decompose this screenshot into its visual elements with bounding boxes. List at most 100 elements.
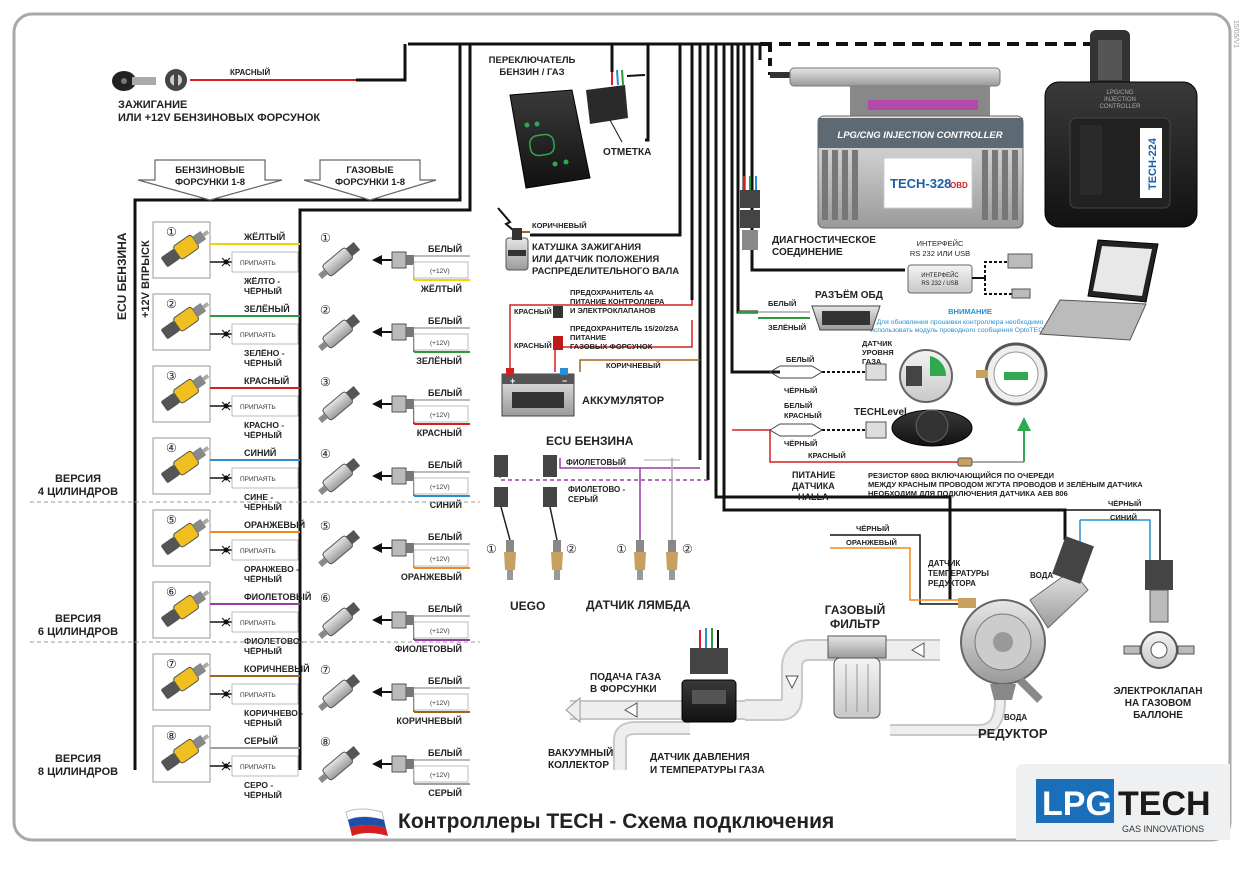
cylinder-number: ⑦: [166, 657, 177, 671]
gas-wire-label: ЗЕЛЁНЫЙ: [416, 355, 462, 366]
svg-text:КРАСНЫЙ: КРАСНЫЙ: [514, 307, 552, 316]
cylinder-number: ④: [166, 441, 177, 455]
obd-port: БЕЛЫЙ ЗЕЛЁНЫЙ РАЗЪЁМ ОБД: [738, 288, 883, 332]
resistor-icon: [957, 417, 1031, 467]
cylinder-number: ②: [320, 303, 331, 317]
cut-wire-label-2: ЧЁРНЫЙ: [244, 501, 282, 512]
svg-text:TECHLevel: TECHLevel: [854, 407, 907, 418]
svg-text:СИНИЙ: СИНИЙ: [1110, 513, 1137, 522]
svg-text:ДАТЧИК ЛЯМБДА: ДАТЧИК ЛЯМБДА: [586, 598, 691, 612]
petrol-injector-icon: [161, 374, 210, 411]
diagnostic-connector: ДИАГНОСТИЧЕСКОЕ СОЕДИНЕНИЕ: [740, 176, 876, 258]
svg-text:UEGO: UEGO: [510, 599, 545, 613]
svg-text:ПИТАНИЕ: ПИТАНИЕ: [570, 333, 606, 342]
footer: Контроллеры TECH - Схема подключения: [345, 808, 834, 836]
svg-text:ПИТАНИЕ КОНТРОЛЛЕРА: ПИТАНИЕ КОНТРОЛЛЕРА: [570, 297, 665, 306]
techlevel-icon: [891, 409, 973, 447]
version-8-l2: 8 ЦИЛИНДРОВ: [38, 766, 118, 778]
svg-text:ФОРСУНКИ 1-8: ФОРСУНКИ 1-8: [335, 177, 405, 188]
svg-text:БАЛЛОНЕ: БАЛЛОНЕ: [1133, 710, 1183, 721]
controller-model: TECH-328: [890, 176, 951, 191]
svg-text:ПОДАЧА ГАЗА: ПОДАЧА ГАЗА: [590, 672, 661, 683]
ignition-title-2: ИЛИ +12V БЕНЗИНОВЫХ ФОРСУНОК: [118, 112, 320, 124]
injector-plug-icon: [391, 251, 414, 269]
solder-label: ПРИПАЯТЬ: [240, 260, 276, 267]
svg-text:ТЕМПЕРАТУРЫ: ТЕМПЕРАТУРЫ: [928, 569, 989, 578]
version-6-l2: 6 ЦИЛИНДРОВ: [38, 626, 118, 638]
svg-text:КРАСНЫЙ: КРАСНЫЙ: [784, 411, 822, 420]
gas-white-label: БЕЛЫЙ: [428, 675, 462, 686]
ignition-wire-label: КРАСНЫЙ: [230, 68, 270, 77]
gas-filter: ГАЗОВЫЙ ФИЛЬТР: [825, 602, 887, 719]
cylinder-number: ③: [320, 375, 331, 389]
gas-injector-icon: [318, 674, 361, 712]
svg-text:ФИОЛЕТОВО -: ФИОЛЕТОВО -: [568, 485, 625, 494]
petrol-injector-icon: [161, 662, 210, 699]
petrol-wire-label: КОРИЧНЕВЫЙ: [244, 663, 310, 674]
svg-text:②: ②: [682, 542, 693, 556]
injector-plug-icon: [391, 395, 414, 413]
solder-label: ПРИПАЯТЬ: [240, 476, 276, 483]
controller-header: LPG/CNG INJECTION CONTROLLER: [837, 130, 1002, 141]
cylinder-number: ⑧: [320, 735, 331, 749]
svg-text:УРОВНЯ: УРОВНЯ: [862, 348, 894, 357]
gas-white-label: БЕЛЫЙ: [428, 459, 462, 470]
gas-12v-label: (+12V): [430, 556, 450, 563]
solder-label: ПРИПАЯТЬ: [240, 332, 276, 339]
svg-text:①: ①: [616, 542, 627, 556]
svg-text:СЕРЫЙ: СЕРЫЙ: [568, 495, 598, 504]
svg-text:LPG: LPG: [1042, 785, 1112, 823]
svg-text:ЧЁРНЫЙ: ЧЁРНЫЙ: [1108, 499, 1141, 508]
petrol-wire-label: ЗЕЛЁНЫЙ: [244, 303, 290, 314]
svg-text:ОРАНЖЕВЫЙ: ОРАНЖЕВЫЙ: [846, 538, 897, 547]
gas-wire-label: ФИОЛЕТОВЫЙ: [395, 643, 462, 654]
petrol-wire-label: ФИОЛЕТОВЫЙ: [244, 591, 311, 602]
svg-text:TECH: TECH: [1118, 785, 1211, 823]
level-gauge-icon: [899, 342, 1048, 406]
petrol-injector-icon: [161, 590, 210, 627]
svg-text:НЕОБХОДИМ ДЛЯ ПОДКЛЮЧЕНИЯ ДАТЧ: НЕОБХОДИМ ДЛЯ ПОДКЛЮЧЕНИЯ ДАТЧИКА AEB 80…: [868, 489, 1068, 498]
frame: [12, 12, 1232, 842]
solder-label: ПРИПАЯТЬ: [240, 692, 276, 699]
petrol-injector-icon: [161, 230, 210, 267]
gas-wire-label: КРАСНЫЙ: [417, 427, 462, 438]
gas-12v-label: (+12V): [430, 700, 450, 707]
pressure-sensor: ДАТЧИК ДАВЛЕНИЯ И ТЕМПЕРАТУРЫ ГАЗА: [650, 628, 765, 776]
russia-flag-icon: [345, 808, 388, 836]
petrol-wire-label: КРАСНЫЙ: [244, 375, 289, 386]
interface-module: ИНТЕРФЕЙС RS 232 ИЛИ USB ИНТЕРФЕЙС RS 23…: [870, 239, 1050, 334]
petrol-injector-icon: [161, 518, 210, 555]
cut-wire-label-1: ЗЕЛЁНО -: [244, 348, 285, 358]
power-supply: КРАСНЫЙ ПРЕДОХРАНИТЕЛЬ 4А ПИТАНИЕ КОНТРО…: [501, 288, 700, 417]
cut-wire-label-2: ЧЁРНЫЙ: [244, 789, 282, 800]
ignition-lock-icon: [165, 69, 187, 91]
gas-injector-icon: [318, 746, 361, 784]
gas-wire-label: СЕРЫЙ: [428, 787, 462, 798]
gas-injector-icon: [318, 386, 361, 424]
solder-label: ПРИПАЯТЬ: [240, 764, 276, 771]
gas-12v-label: (+12V): [430, 628, 450, 635]
svg-text:ДАТЧИК: ДАТЧИК: [862, 339, 893, 348]
version-6-l1: ВЕРСИЯ: [55, 613, 101, 625]
svg-text:ДАТЧИКА: ДАТЧИКА: [792, 481, 835, 491]
svg-text:ECU БЕНЗИНА: ECU БЕНЗИНА: [546, 434, 634, 448]
svg-text:ГАЗА: ГАЗА: [862, 357, 882, 366]
svg-text:ПЕРЕКЛЮЧАТЕЛЬ: ПЕРЕКЛЮЧАТЕЛЬ: [489, 55, 576, 66]
key-icon: [112, 71, 156, 91]
svg-text:ЧЁРНЫЙ: ЧЁРНЫЙ: [784, 386, 817, 395]
svg-text:ПРЕДОХРАНИТЕЛЬ 4А: ПРЕДОХРАНИТЕЛЬ 4А: [570, 288, 654, 297]
lpgtech-logo: LPG TECH GAS INNOVATIONS: [1016, 764, 1230, 840]
svg-text:RS 232 / USB: RS 232 / USB: [921, 281, 958, 287]
svg-text:ИНТЕРФЕЙС: ИНТЕРФЕЙС: [917, 239, 964, 248]
svg-text:ЗЕЛЁНЫЙ: ЗЕЛЁНЫЙ: [768, 323, 806, 332]
petrol-injector-icon: [161, 302, 210, 339]
cylinder-number: ⑧: [166, 729, 177, 743]
petrol-wire-label: СИНИЙ: [244, 447, 276, 458]
reducer-wiring: ЧЁРНЫЙ ОРАНЖЕВЫЙ ДАТЧИК ТЕМПЕРАТУРЫ РЕДУ…: [830, 499, 1161, 605]
controller-224-label: TECH-224: [1147, 137, 1159, 190]
svg-text:ГАЗОВЫХ ФОРСУНОК: ГАЗОВЫХ ФОРСУНОК: [570, 342, 653, 351]
svg-text:ФИОЛЕТОВЫЙ: ФИОЛЕТОВЫЙ: [566, 458, 626, 467]
switch-panel-icon: [509, 89, 591, 189]
